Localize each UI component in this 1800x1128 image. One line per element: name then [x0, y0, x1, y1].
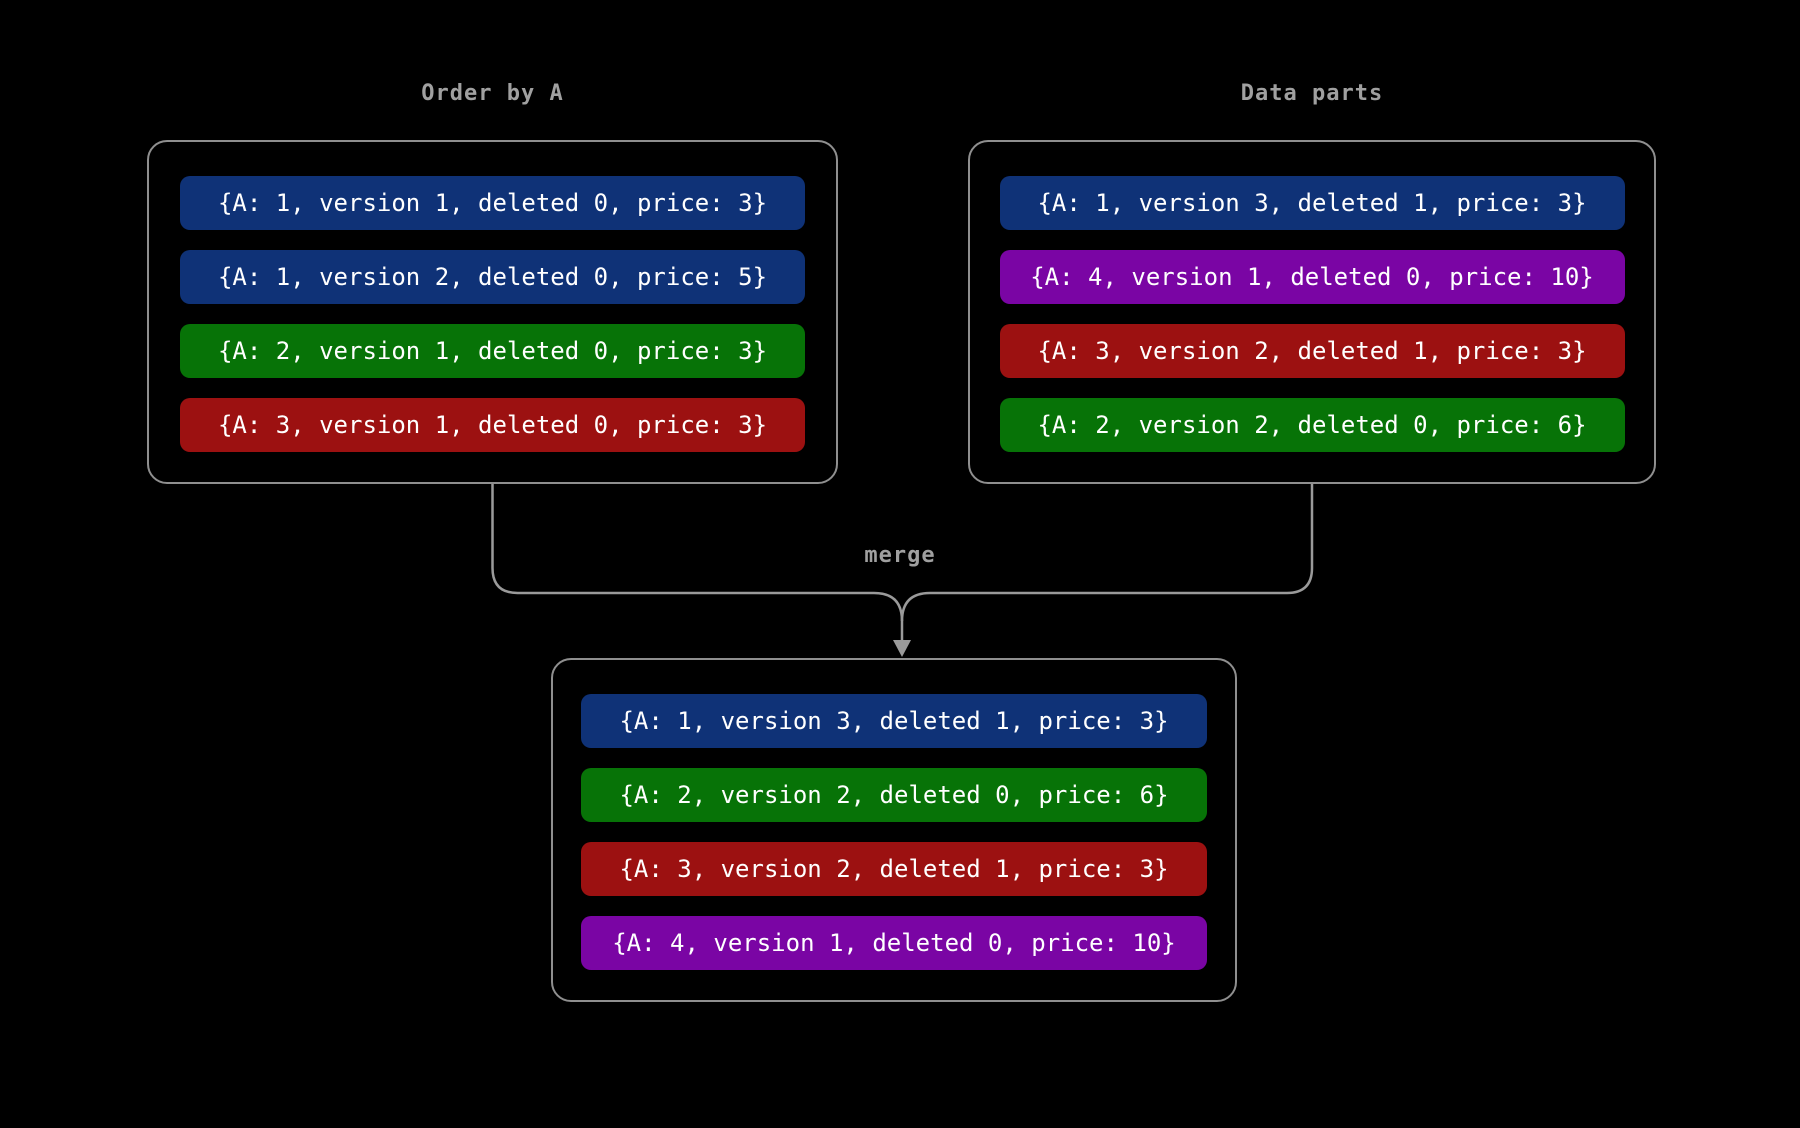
- merge-label: merge: [864, 543, 936, 568]
- data-part-row: {A: 2, version 1, deleted 0, price: 3}: [180, 324, 805, 378]
- merged-result-panel: {A: 1, version 3, deleted 1, price: 3} {…: [551, 658, 1237, 1002]
- data-part-row: {A: 4, version 1, deleted 0, price: 10}: [999, 250, 1625, 304]
- data-part-row: {A: 3, version 1, deleted 0, price: 3}: [180, 398, 805, 452]
- data-part-row: {A: 1, version 1, deleted 0, price: 3}: [180, 176, 805, 230]
- data-part-row: {A: 1, version 2, deleted 0, price: 5}: [180, 250, 805, 304]
- arrow-head-icon: [893, 640, 911, 657]
- data-part-row: {A: 3, version 2, deleted 1, price: 3}: [999, 324, 1625, 378]
- order-by-a-panel: {A: 1, version 1, deleted 0, price: 3} {…: [147, 140, 838, 484]
- data-part-row: {A: 1, version 3, deleted 1, price: 3}: [581, 694, 1207, 748]
- data-part-row: {A: 2, version 2, deleted 0, price: 6}: [581, 768, 1207, 822]
- left-panel-title: Order by A: [421, 81, 564, 106]
- data-part-row: {A: 2, version 2, deleted 0, price: 6}: [999, 398, 1625, 452]
- data-part-row: {A: 4, version 1, deleted 0, price: 10}: [581, 916, 1207, 970]
- data-part-row: {A: 3, version 2, deleted 1, price: 3}: [581, 842, 1207, 896]
- right-panel-title: Data parts: [1240, 81, 1384, 106]
- data-part-row: {A: 1, version 3, deleted 1, price: 3}: [999, 176, 1625, 230]
- data-parts-panel: {A: 1, version 3, deleted 1, price: 3} {…: [968, 140, 1656, 484]
